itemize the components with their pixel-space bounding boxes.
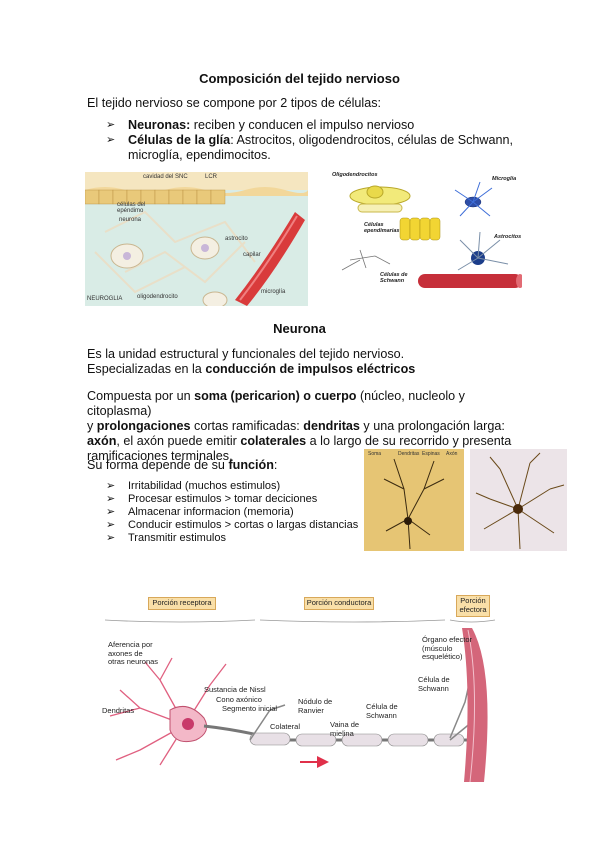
label-oligodendrocito: oligodendrocito: [137, 294, 178, 300]
neuroglia-drawing: [85, 172, 308, 306]
cell-types-list: ➢ Neuronas: reciben y conducen el impuls…: [106, 118, 536, 163]
neuron-diagram: Porción receptora Porción conductora Por…: [100, 590, 500, 782]
label-oligodendrocitos: Oligodendrocitos: [332, 172, 378, 178]
neuroglia-illustration: cavidad del SNC LCR células del epéndimo…: [85, 172, 308, 306]
label-dendritas-photo: Dendritas: [398, 451, 420, 457]
portion-efectora-box: Porción efectora: [456, 595, 490, 617]
label-celula-schwann-1: Célula de Schwann: [418, 675, 450, 693]
neurona-composition: Compuesta por un soma (pericarion) o cue…: [87, 389, 512, 463]
label-vaina-mielina: Vaina de mielina: [330, 720, 360, 738]
arrow-bullet-icon: ➢: [106, 134, 116, 146]
functions-list: ➢Irritabilidad (muchos estimulos) ➢Proce…: [106, 480, 366, 545]
arrow-bullet-icon: ➢: [106, 532, 116, 544]
label-microglia-r: Microglía: [492, 176, 517, 182]
neurona-definition: Es la unidad estructural y funcionales d…: [87, 347, 517, 377]
label-schwann: Células de Schwann: [380, 272, 408, 284]
section-title-composicion: Composición del tejido nervioso: [199, 71, 400, 86]
label-axon-photo: Axón: [446, 451, 458, 457]
list-item-function: ➢Procesar estimulos > tomar deciciones: [106, 493, 318, 505]
neuron-micrograph-2-drawing: [470, 449, 567, 551]
definition-line-1: Es la unidad estructural y funcionales d…: [87, 347, 405, 361]
label-lcr: LCR: [205, 174, 218, 180]
funcion-intro: Su forma depende de su función:: [87, 458, 278, 472]
label-soma: Soma: [368, 451, 382, 457]
arrow-bullet-icon: ➢: [106, 480, 116, 492]
arrow-bullet-icon: ➢: [106, 519, 116, 531]
label-cono-axonico: Cono axónico: [216, 695, 262, 704]
label-neurona: neurona: [119, 217, 142, 223]
neuron-micrograph-2: [470, 449, 567, 551]
label-celula-schwann-2: Célula de Schwann: [366, 702, 398, 720]
label-astrocitos: Astrocitos: [494, 234, 522, 240]
list-item-function: ➢Conducir estimulos > cortas o largas di…: [106, 519, 359, 531]
label-cavidad: cavidad del SNC: [143, 174, 188, 180]
label-espinas: Espinas: [422, 451, 440, 457]
neuron-diagram-drawing: [104, 619, 496, 782]
label-ependimo: células del epéndimo: [117, 202, 146, 214]
list-item-neuronas: ➢ Neuronas: reciben y conducen el impuls…: [106, 118, 415, 132]
label-microglia: microglía: [261, 289, 286, 295]
label-aferencia: Aferencia por axones de otras neuronas: [108, 640, 159, 666]
glia-cells-illustration: Oligodendrocitos Microglía Células epend…: [330, 170, 522, 294]
list-item-function: ➢Irritabilidad (muchos estimulos): [106, 480, 281, 492]
portion-receptora-box: Porción receptora: [148, 597, 216, 610]
label-astrocito: astrocito: [225, 236, 248, 242]
label-dendritas: Dendritas: [102, 706, 135, 715]
label-nissl: Sustancia de Nissl: [204, 685, 266, 694]
list-item-glia: ➢ Células de la glía: Astrocitos, oligod…: [106, 133, 514, 162]
label-neuroglia: NEUROGLIA: [87, 296, 123, 302]
label-nodulo-ranvier: Nódulo de Ranvier: [298, 697, 333, 715]
section-title-neurona: Neurona: [273, 321, 326, 336]
intro-paragraph: El tejido nervioso se compone por 2 tipo…: [87, 96, 382, 110]
label-segmento-inicial: Segmento inicial: [222, 704, 278, 713]
label-ependimarias: Células ependimarias: [364, 222, 400, 234]
label-capilar: capilar: [243, 252, 261, 258]
neuron-micrograph-1-drawing: [364, 449, 464, 551]
arrow-bullet-icon: ➢: [106, 119, 116, 131]
portion-conductora-box: Porción conductora: [304, 597, 374, 610]
definition-line-2: Especializadas en la conducción de impul…: [87, 362, 416, 376]
arrow-bullet-icon: ➢: [106, 506, 116, 518]
label-organo-efector: Órgano efector (músculo esquelético): [422, 635, 473, 661]
list-item-function: ➢Transmitir estimulos: [106, 532, 226, 544]
list-item-function: ➢Almacenar informacion (memoria): [106, 506, 294, 518]
glia-cells-drawing: [341, 181, 522, 288]
label-colateral: Colateral: [270, 722, 301, 731]
arrow-bullet-icon: ➢: [106, 493, 116, 505]
neuron-micrograph-1: Soma Dendritas Espinas Axón: [364, 449, 464, 551]
